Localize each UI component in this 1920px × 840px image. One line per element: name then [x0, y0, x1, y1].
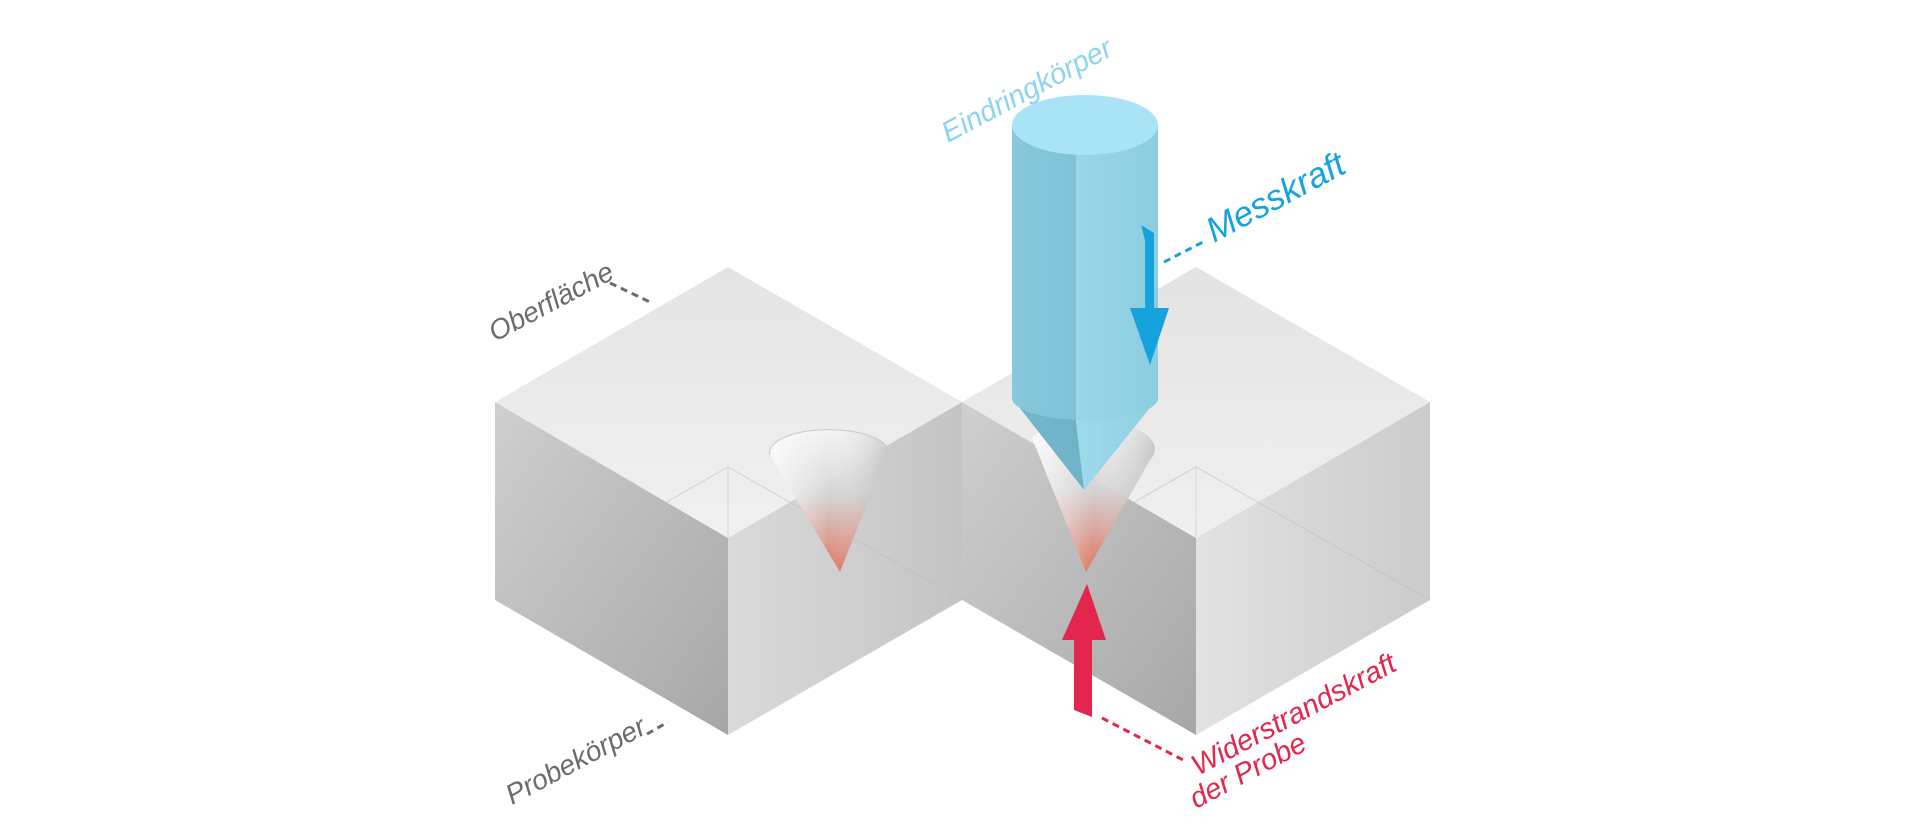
- left-block-top-face: [495, 267, 962, 538]
- left-specimen-block: [494, 267, 963, 735]
- specimen-label: Probekörper: [500, 710, 652, 810]
- indenter-top: [1012, 95, 1158, 155]
- specimen-leader: [646, 720, 669, 736]
- arrow-down-icon: [1130, 225, 1169, 365]
- surface-label: Oberfläche: [483, 256, 618, 348]
- indenter-tip-right: [1076, 398, 1158, 490]
- surface-leader: [609, 281, 653, 305]
- left-block-left-face: [495, 402, 728, 735]
- right-block-front-face: [1196, 402, 1430, 735]
- right-block-left-face: [962, 402, 1196, 735]
- measuring-force-label: Messkraft: [1199, 144, 1352, 250]
- indenter: [1012, 95, 1159, 490]
- right-specimen-block: [961, 267, 1431, 735]
- measuring-force-leader: [1163, 240, 1204, 264]
- resistance-force-leader: [1101, 716, 1188, 764]
- arrow-up-icon: [1062, 584, 1106, 717]
- indenter-tip-left: [1012, 398, 1084, 490]
- left-block-front-face: [728, 402, 962, 735]
